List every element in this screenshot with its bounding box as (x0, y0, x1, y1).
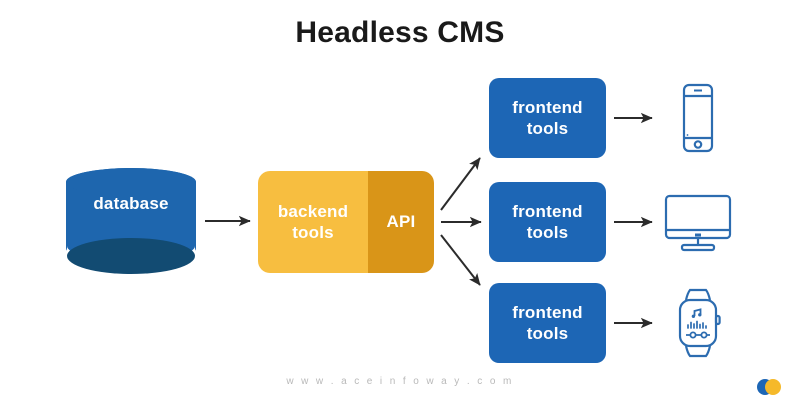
node-backend-api[interactable]: backend tools API (258, 171, 434, 273)
node-frontend-tools-3[interactable]: frontend tools (489, 283, 606, 363)
frontend-tools-3-label: frontend tools (512, 302, 583, 345)
backend-tools-label-line1: backend (277, 201, 349, 221)
arrow-api-to-frontend-1 (440, 157, 481, 211)
frontend-tools-1-label-line1: frontend (512, 97, 583, 117)
frontend-tools-2-label: frontend tools (512, 201, 583, 244)
arrow-api-to-frontend-3 (440, 234, 481, 286)
frontend-tools-2-label-line1: frontend (512, 201, 583, 221)
frontend-tools-1-label: frontend tools (512, 97, 583, 140)
footer-url: w w w . a c e i n f o w a y . c o m (286, 376, 514, 387)
page-title: Headless CMS (295, 16, 505, 49)
smartwatch-icon (660, 283, 736, 363)
frontend-tools-3-label-line1: frontend (512, 302, 583, 322)
node-frontend-tools-2[interactable]: frontend tools (489, 182, 606, 262)
node-database[interactable]: database (64, 168, 198, 276)
frontend-tools-1-label-line2: tools (526, 119, 569, 138)
backend-tools-label: backend tools (278, 201, 348, 244)
frontend-tools-3-label-line2: tools (526, 324, 569, 343)
backend-tools-label-line2: tools (292, 223, 334, 242)
frontend-tools-2-label-line2: tools (526, 223, 569, 242)
database-label: database (93, 194, 169, 213)
api-label: API (386, 212, 416, 232)
node-frontend-tools-1[interactable]: frontend tools (489, 78, 606, 158)
monitor-icon (660, 182, 736, 262)
database-cylinder-icon (66, 168, 196, 274)
aceinfoway-logo (752, 378, 786, 396)
smartphone-icon (660, 78, 736, 158)
node-api[interactable]: API (368, 171, 434, 273)
node-backend-tools[interactable]: backend tools (258, 171, 368, 273)
